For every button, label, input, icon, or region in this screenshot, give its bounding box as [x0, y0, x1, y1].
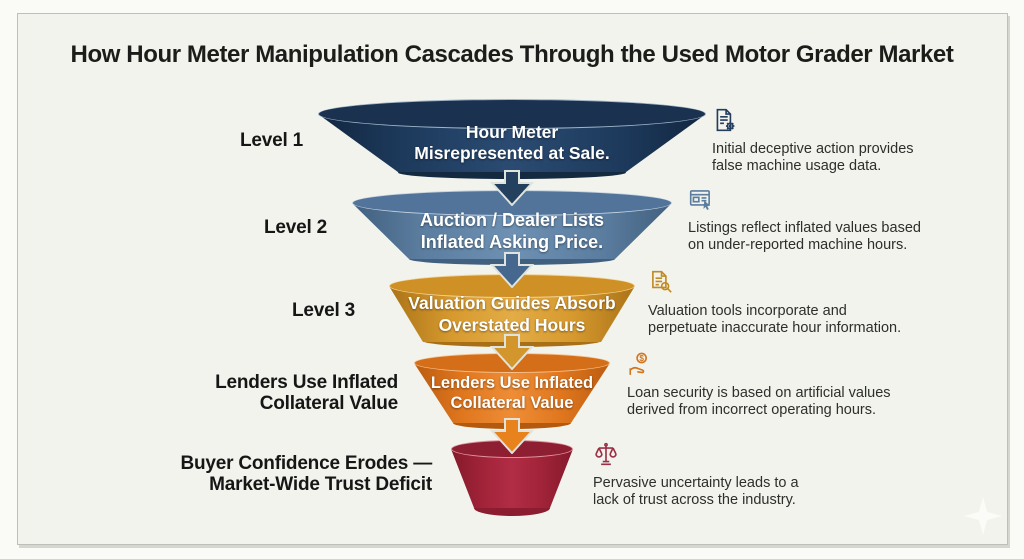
funnel-level-4: Lenders Use Inflated Collateral Value: [414, 353, 610, 433]
arrow-level4-to-level5-icon: [489, 418, 535, 454]
description-level-5: Pervasive uncertainty leads to a lack of…: [593, 441, 799, 508]
funnel-level-1-label-line1: Hour Meter: [465, 122, 559, 142]
side-label-level-2-line1: Level 2: [263, 217, 327, 238]
description-level-3-text: Valuation tools incorporate and perpetua…: [648, 303, 901, 336]
description-level-2-line1: Listings reflect inflated values based: [688, 220, 921, 236]
side-label-level-2: Level 2: [264, 217, 327, 238]
arrow-level3-to-level4-icon: [489, 334, 535, 370]
side-label-level-4-line2: Collateral Value: [259, 393, 399, 414]
side-label-level-5-line1: Buyer Confidence Erodes —: [180, 453, 432, 474]
funnel-level-4-label: Lenders Use Inflated Collateral Value: [414, 373, 610, 413]
funnel-level-2-label-line2: Inflated Asking Price.: [420, 232, 604, 252]
funnel-level-4-label-line2: Collateral Value: [450, 394, 574, 412]
hand-coin-icon: $: [627, 351, 891, 382]
description-level-4: $ Loan security is based on artificial v…: [627, 351, 891, 418]
funnel-level-3: Valuation Guides Absorb Overstated Hours: [389, 274, 635, 350]
funnel-level-3-label-line2: Overstated Hours: [438, 315, 586, 335]
side-label-level-1: Level 1: [240, 130, 303, 151]
funnel-level-2-label-line1: Auction / Dealer Lists: [419, 210, 605, 230]
description-level-2-text: Listings reflect inflated values based o…: [688, 220, 921, 253]
description-level-2-line2: on under-reported machine hours.: [688, 236, 908, 253]
description-level-4-line1: Loan security is based on artificial val…: [627, 385, 891, 401]
description-level-5-line2: lack of trust across the industry.: [593, 491, 796, 508]
description-level-3-line1: Valuation tools incorporate and: [648, 303, 847, 319]
listing-cursor-icon: [688, 186, 921, 217]
arrow-level2-to-level3-icon: [489, 252, 535, 288]
description-level-3-line2: perpetuate inaccurate hour information.: [648, 319, 902, 336]
funnel-level-1-label: Hour Meter Misrepresented at Sale.: [318, 122, 706, 164]
side-label-level-3-line1: Level 3: [291, 300, 355, 321]
description-level-4-line2: derived from incorrect operating hours.: [627, 401, 877, 418]
description-level-2: Listings reflect inflated values based o…: [688, 186, 921, 253]
description-level-5-line1: Pervasive uncertainty leads to a: [593, 475, 799, 491]
description-level-3: Valuation tools incorporate and perpetua…: [648, 269, 901, 336]
document-magnifier-icon: [648, 269, 901, 300]
side-label-level-4-line1: Lenders Use Inflated: [215, 372, 398, 393]
document-gear-icon: [712, 107, 914, 138]
side-label-level-4: Lenders Use Inflated Collateral Value: [215, 372, 398, 414]
funnel-level-2-label: Auction / Dealer Lists Inflated Asking P…: [352, 209, 672, 253]
description-level-5-text: Pervasive uncertainty leads to a lack of…: [593, 475, 799, 508]
funnel-level-1-label-line2: Misrepresented at Sale.: [414, 143, 610, 163]
funnel-level-3-label-line1: Valuation Guides Absorb: [408, 293, 616, 313]
description-level-1-text: Initial deceptive action provides false …: [712, 141, 914, 174]
funnel-level-5: [451, 440, 573, 520]
side-label-level-3: Level 3: [292, 300, 355, 321]
description-level-1-line2: false machine usage data.: [712, 157, 882, 174]
funnel-level-4-body: [414, 363, 610, 423]
side-label-level-5-line2: Market-Wide Trust Deficit: [209, 474, 432, 495]
side-label-level-1-line1: Level 1: [239, 130, 303, 151]
funnel-level-1: Hour Meter Misrepresented at Sale.: [318, 99, 706, 185]
description-level-1: Initial deceptive action provides false …: [712, 107, 914, 174]
side-label-level-5: Buyer Confidence Erodes — Market-Wide Tr…: [180, 453, 432, 495]
balance-scale-icon: [593, 441, 799, 472]
page-title: How Hour Meter Manipulation Cascades Thr…: [70, 41, 954, 68]
arrow-level1-to-level2-icon: [489, 170, 535, 206]
funnel-level-4-label-line1: Lenders Use Inflated: [430, 374, 594, 392]
description-level-1-line1: Initial deceptive action provides: [712, 141, 914, 157]
description-level-4-text: Loan security is based on artificial val…: [627, 385, 891, 418]
funnel-level-3-label: Valuation Guides Absorb Overstated Hours: [389, 292, 635, 336]
svg-text:$: $: [639, 354, 644, 363]
funnel-level-5-body: [451, 449, 573, 508]
funnel-level-1-rim: [318, 99, 706, 129]
